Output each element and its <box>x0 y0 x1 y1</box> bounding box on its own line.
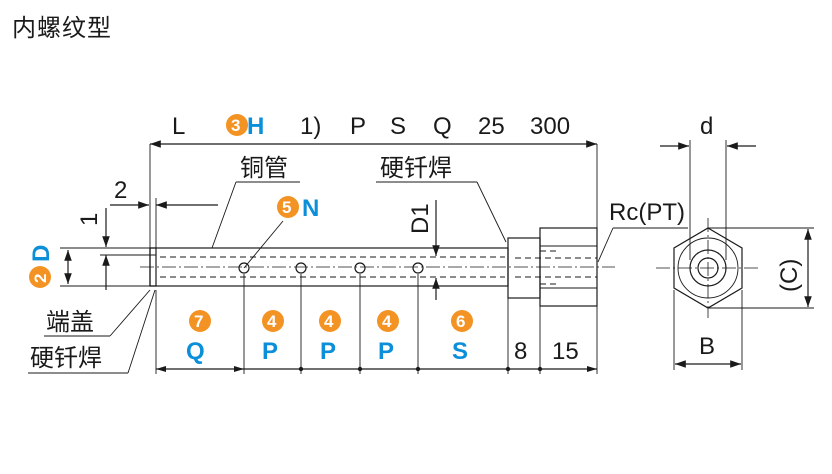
label-copper-tube: 铜管 <box>240 154 288 182</box>
badge-P2-circle <box>319 310 341 332</box>
badge-N-circle <box>277 196 299 218</box>
dim-D1: D1 <box>407 203 434 234</box>
leader-brazing-left <box>127 289 156 374</box>
badge-P2-number: 4 <box>324 312 334 331</box>
badge-P3: 4 <box>377 310 399 332</box>
badge-Q: 7 <box>189 310 211 332</box>
dim-P: P <box>350 113 366 140</box>
label-brazing-right: 硬钎焊 <box>380 154 452 182</box>
badge-D-number: 2 <box>31 274 50 283</box>
leader-end-cap <box>109 289 151 337</box>
leader-N <box>243 220 284 269</box>
badge-N: 5 <box>277 196 299 218</box>
label-brazing-left: 硬钎焊 <box>30 344 102 372</box>
dim-25: 25 <box>478 113 505 140</box>
hole-3 <box>354 262 366 274</box>
badge-P1-letter: P <box>262 338 278 365</box>
fitting-hex-body <box>539 227 598 307</box>
badge-Q-circle <box>189 310 211 332</box>
badge-H-circle <box>226 114 248 136</box>
endview-chamfer-circle <box>677 237 739 299</box>
badge-H: 3 <box>226 114 248 136</box>
hole-1 <box>238 262 250 274</box>
badge-S-circle <box>451 310 473 332</box>
badge-P1-number: 4 <box>267 312 277 331</box>
badge-Q-letter: Q <box>186 338 205 365</box>
leader-rc <box>597 227 614 263</box>
badge-P3-number: 4 <box>382 312 392 331</box>
dim-H-letter: H <box>247 113 264 140</box>
badge-P1: 4 <box>262 310 284 332</box>
badge-S: 6 <box>451 310 473 332</box>
dim-L: L <box>172 113 185 140</box>
endview-bore-outer <box>689 249 727 287</box>
badge-P3-letter: P <box>378 338 394 365</box>
leader-copper-tube <box>211 181 237 249</box>
page-title: 内螺纹型 <box>12 14 112 42</box>
dim-C: (C) <box>776 259 803 292</box>
badge-H-number: 3 <box>231 116 240 135</box>
dim-2: 2 <box>114 177 127 204</box>
badge-P2: 4 <box>319 310 341 332</box>
dim-15: 15 <box>552 338 579 365</box>
badge-D-letter: D <box>28 245 55 262</box>
badge-N-number: 5 <box>282 198 291 217</box>
badge-P1-circle <box>262 310 284 332</box>
endview-bore-inner <box>697 257 719 279</box>
badge-D: 2 <box>29 266 51 288</box>
badge-Q-number: 7 <box>194 312 203 331</box>
label-rc-pt: Rc(PT) <box>609 199 685 226</box>
hole-2 <box>295 262 307 274</box>
dim-Q: Q <box>433 113 452 140</box>
dim-B: B <box>699 333 715 360</box>
label-end-cap: 端盖 <box>46 308 94 336</box>
dim-one: 1) <box>300 113 321 140</box>
dim-chain-arrow-q <box>234 366 244 372</box>
dim-300: 300 <box>530 113 570 140</box>
dim-8: 8 <box>514 338 527 365</box>
dim-1: 1 <box>76 213 103 226</box>
hole-4 <box>412 262 424 274</box>
badge-S-letter: S <box>452 338 468 365</box>
leader-brazing-right <box>476 181 507 243</box>
dim-chain-arrow-start <box>156 366 166 372</box>
badge-S-number: 6 <box>456 312 465 331</box>
badge-N-letter: N <box>302 195 319 222</box>
badge-P3-circle <box>377 310 399 332</box>
dim-chain-arrow-end <box>587 366 597 372</box>
dim-S: S <box>390 113 406 140</box>
badge-P2-letter: P <box>320 338 336 365</box>
badge-D-circle <box>29 266 51 288</box>
fitting-collar <box>507 237 541 299</box>
dim-d: d <box>700 113 713 140</box>
